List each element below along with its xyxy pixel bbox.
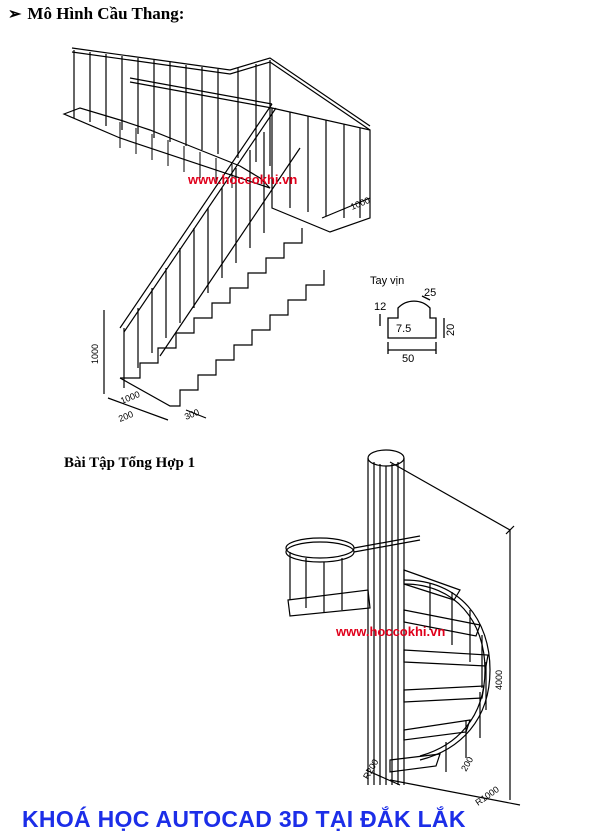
dim-spiral-height: 4000: [494, 670, 504, 690]
profile-height-dim: 20: [445, 324, 457, 336]
dim-bottom: 300: [183, 407, 201, 422]
dim-spiral-step: 200: [459, 755, 475, 773]
profile-left-dim: 12: [374, 301, 386, 313]
dim-step-length: 1000: [119, 389, 141, 406]
profile-inner-dim: 7.5: [396, 323, 411, 335]
section-title: Mô Hình Cầu Thang:: [27, 4, 185, 23]
drawing1-watermark: www.hoccokhi.vn: [187, 172, 297, 187]
dim-outer-radius: R1000: [473, 784, 500, 807]
drawing2-watermark: www.hoccokhi.vn: [335, 624, 445, 639]
dim-height: 1000: [90, 344, 100, 364]
handrail-profile-drawing: Tay vịn 25 12 7.5 20 50: [370, 275, 457, 365]
section-heading: ➢ Mô Hình Cầu Thang:: [8, 4, 184, 24]
bullet-arrow-icon: ➢: [8, 6, 22, 23]
course-banner: KHOÁ HỌC AUTOCAD 3D TẠI ĐẮK LẮK: [22, 806, 466, 832]
profile-title: Tay vịn: [370, 275, 404, 287]
profile-radius: 25: [424, 287, 436, 299]
l-staircase-drawing: www.hoccokhi.vn 1000 1000 1000 200 300: [62, 47, 371, 424]
profile-width-dim: 50: [402, 353, 414, 365]
spiral-staircase-drawing: www.hoccokhi.vn 4000 R200 R1000 200: [285, 449, 521, 808]
exercise-caption: Bài Tập Tổng Hợp 1: [64, 455, 196, 471]
dim-inner-radius: R200: [361, 757, 380, 781]
dim-step-width: 200: [117, 409, 135, 424]
